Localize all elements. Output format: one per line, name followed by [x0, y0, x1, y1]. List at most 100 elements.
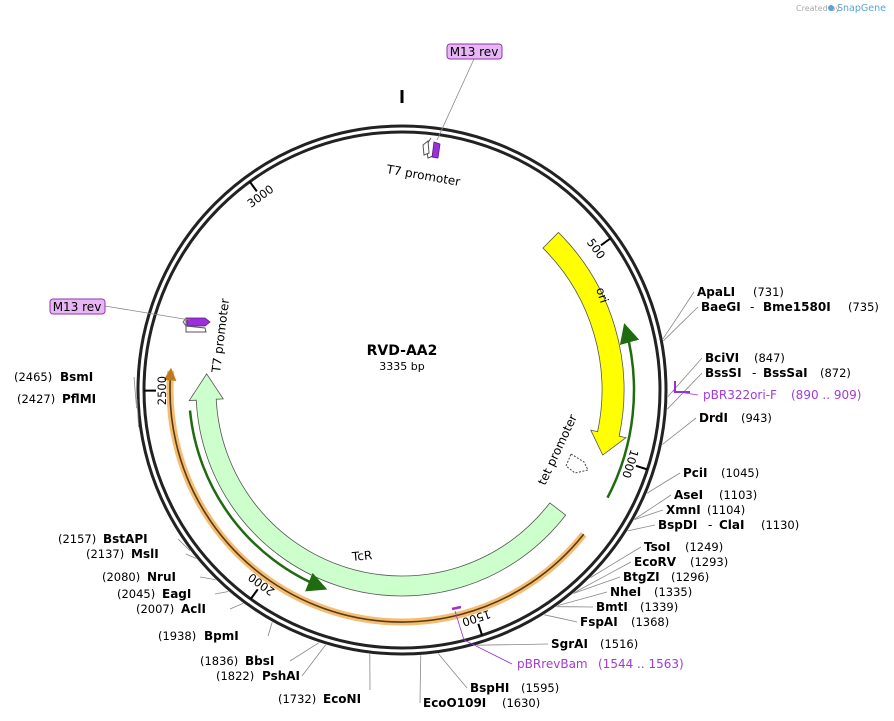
tcr-feature[interactable] — [188, 373, 567, 597]
tick-label-3000: 3000 — [244, 182, 276, 211]
pbr322ori-f-range: (890 .. 909) — [791, 388, 861, 402]
site-eagi[interactable]: EagI — [162, 587, 191, 601]
site-bsssai[interactable]: BssSaI — [763, 366, 808, 380]
site-pflmi[interactable]: PflMI — [62, 392, 96, 406]
primer-pbrrevbam[interactable]: pBRrevBam (1544 .. 1563) — [451, 605, 684, 671]
site-msli-pos: (2137) — [86, 547, 124, 561]
site-btgzi[interactable]: BtgZI — [623, 570, 660, 584]
site-leader-line — [133, 376, 137, 409]
site-pshai-pos: (1822) — [216, 669, 254, 683]
site-leader-line — [627, 524, 656, 532]
site-acli[interactable]: AclI — [181, 602, 206, 616]
site-asei[interactable]: AseI — [674, 488, 703, 502]
site-bme1580i[interactable]: Bme1580I — [763, 300, 831, 314]
tick-mark — [635, 464, 648, 471]
site-sgrai[interactable]: SgrAI — [551, 637, 588, 651]
credit-brand: SnapGene — [837, 3, 886, 14]
site-clai[interactable]: ClaI — [719, 518, 744, 532]
backbone-outer — [136, 124, 668, 656]
site-tsoi[interactable]: TsoI — [644, 540, 670, 554]
site-ecorv[interactable]: EcoRV — [634, 555, 677, 569]
tick-mark — [248, 181, 258, 192]
site-bsmi-pos: (2465) — [14, 370, 52, 384]
site-bsphi[interactable]: BspHI — [470, 681, 509, 695]
site-bsssi[interactable]: BssSI — [705, 366, 742, 380]
m13-rev-left-label: M13 rev — [53, 300, 102, 314]
site-bstapi[interactable]: BstAPI — [103, 532, 148, 546]
ori-label: ori — [593, 286, 611, 305]
site-separator: - — [708, 518, 712, 532]
site-ecoo109i[interactable]: EcoO109I — [423, 696, 486, 710]
tet-promoter-icon[interactable] — [565, 453, 589, 474]
site-bcivi-pos: (847) — [754, 351, 785, 365]
site-leader-line — [574, 561, 632, 593]
site-bsphi-pos: (1595) — [521, 681, 559, 695]
t7-promoter-top-icon[interactable] — [422, 137, 441, 159]
left-site-labels: (1732) EcoNI (1822) PshAI (1836) BbsI (1… — [14, 370, 361, 706]
site-pcii[interactable]: PciI — [683, 466, 708, 480]
site-bcivi[interactable]: BciVI — [705, 351, 739, 365]
site-baegi[interactable]: BaeGI — [701, 300, 741, 314]
site-leader-line — [437, 653, 468, 689]
plasmid-name: RVD-AA2 — [367, 343, 438, 359]
site-bmti[interactable]: BmtI — [596, 600, 628, 614]
site-pcii-pos: (1045) — [721, 466, 759, 480]
backbone-inner — [142, 130, 662, 650]
site-leader-line — [301, 644, 327, 677]
pbrrevbam-name: pBRrevBam — [517, 657, 588, 671]
site-leader-line — [557, 591, 608, 606]
m13-rev-left-box[interactable]: M13 rev — [49, 298, 191, 321]
site-separator: - — [752, 366, 756, 380]
green-orf-line-ori — [606, 323, 640, 499]
site-fspai-pos: (1368) — [631, 615, 669, 629]
tick-label-500: 500 — [584, 236, 608, 262]
site-leader-line — [544, 614, 578, 623]
site-leader-line — [662, 417, 697, 445]
site-nrui[interactable]: NruI — [147, 570, 176, 584]
primer-pbr322ori-f[interactable]: pBR322ori-F (890 .. 909) — [672, 381, 861, 402]
site-leader-line — [185, 553, 197, 559]
site-xmni-pos: (1104) — [707, 503, 745, 517]
site-bbsi[interactable]: BbsI — [245, 654, 274, 668]
site-bspdi[interactable]: BspDI — [658, 518, 697, 532]
tcr-label: TcR — [350, 548, 372, 564]
site-bsmi[interactable]: BsmI — [60, 370, 93, 384]
site-leader-line — [267, 622, 273, 637]
site-fspai[interactable]: FspAI — [580, 615, 618, 629]
site-leader-line — [214, 591, 229, 595]
snapgene-logo-icon — [828, 5, 834, 11]
site-msli[interactable]: MslI — [131, 547, 159, 561]
site-leader-line — [590, 546, 642, 578]
features-group — [163, 231, 640, 626]
site-bspdi-pos: (1130) — [761, 518, 799, 532]
site-bmti-pos: (1339) — [640, 600, 678, 614]
site-econi-pos: (1732) — [278, 692, 316, 706]
site-btgzi-pos: (1296) — [671, 570, 709, 584]
site-leader-line — [476, 643, 549, 646]
m13-rev-top-box[interactable]: M13 rev — [436, 43, 503, 141]
site-bpmi[interactable]: BpmI — [204, 629, 239, 643]
site-nhei[interactable]: NheI — [610, 585, 641, 599]
ori-feature[interactable] — [542, 231, 627, 456]
site-leader-line — [419, 655, 422, 704]
site-leader-line — [667, 372, 703, 410]
site-econi[interactable]: EcoNI — [323, 692, 361, 706]
t7-promoter-left-icon[interactable] — [182, 316, 211, 333]
site-drdi[interactable]: DrdI — [699, 411, 728, 425]
site-pshai[interactable]: PshAI — [262, 669, 300, 683]
site-leader-line — [646, 472, 681, 494]
site-ecoo109i-pos: (1630) — [502, 696, 540, 710]
site-leader-line — [199, 576, 216, 580]
m13-rev-top-label: M13 rev — [450, 45, 499, 59]
site-apali[interactable]: ApaLI — [697, 285, 735, 299]
tick-mark — [249, 588, 259, 600]
site-leader-line — [634, 494, 672, 520]
site-eagi-pos: (2045) — [117, 587, 155, 601]
site-leader-line — [229, 603, 244, 610]
right-site-labels: ApaLI (731) BaeGI - Bme1580I (735) BciVI… — [423, 285, 879, 710]
site-separator: - — [750, 300, 754, 314]
site-xmni[interactable]: XmnI — [666, 503, 701, 517]
site-nrui-pos: (2080) — [102, 570, 140, 584]
